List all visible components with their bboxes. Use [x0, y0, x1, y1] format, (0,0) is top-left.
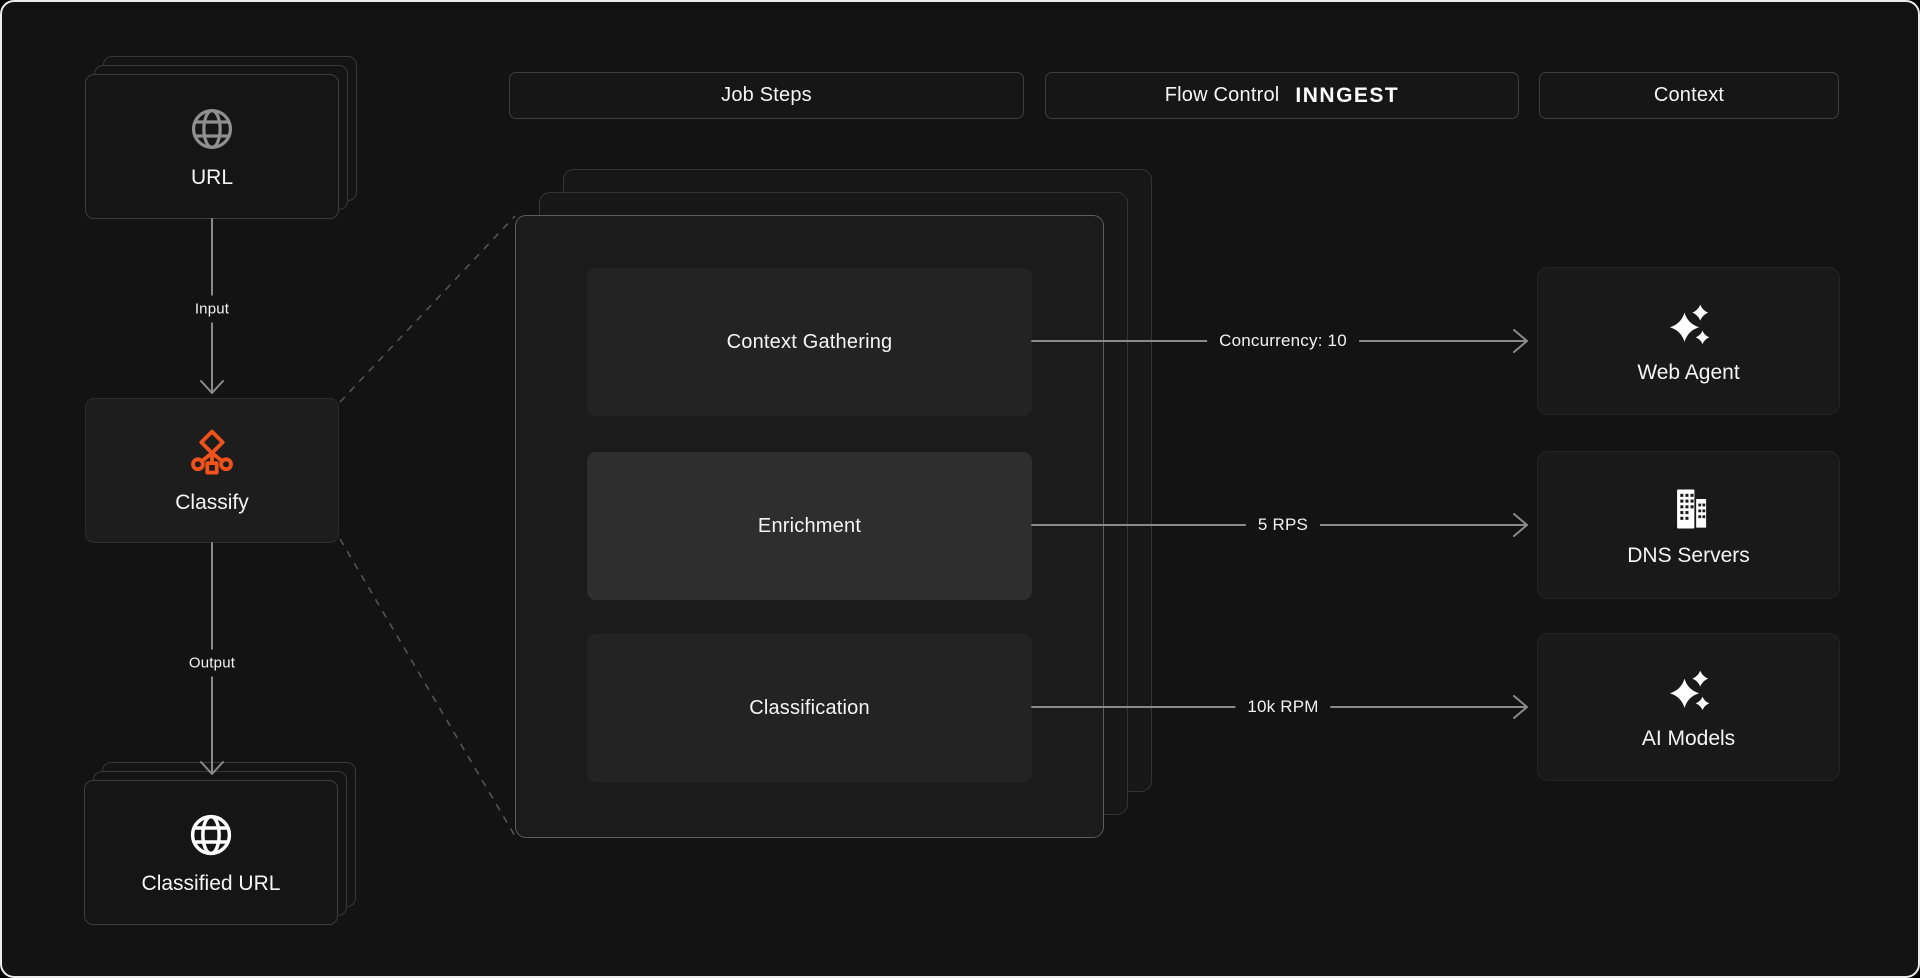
node-label: URL	[190, 166, 233, 189]
flow-control-label-rps: 5 RPS	[1245, 512, 1321, 538]
zoom-connector-bottom	[339, 538, 516, 837]
job-run-card: Context Gathering Enrichment Classificat…	[515, 215, 1104, 838]
arrowhead-down-icon	[200, 380, 224, 394]
service-label: DNS Servers	[1627, 543, 1750, 567]
sparkles-icon	[1669, 304, 1709, 344]
globe-icon	[190, 814, 232, 856]
zoom-connector-top	[339, 215, 516, 403]
column-header-job-steps: Job Steps	[509, 72, 1024, 119]
step-label: Classification	[749, 696, 870, 719]
inngest-logo: INNGEST	[1295, 83, 1400, 107]
node-label: Classified URL	[141, 872, 281, 895]
classify-branch-icon	[191, 429, 233, 475]
arrowhead-right-icon	[1513, 329, 1528, 353]
buildings-icon	[1676, 489, 1708, 529]
sparkles-icon	[1669, 670, 1709, 710]
column-header-context: Context	[1539, 72, 1839, 119]
flow-control-label-rpm: 10k RPM	[1235, 694, 1331, 720]
service-ai-models: AI Models	[1537, 633, 1840, 781]
step-context-gathering: Context Gathering	[587, 268, 1032, 416]
service-dns-servers: DNS Servers	[1537, 451, 1840, 599]
flow-control-label-concurrency: Concurrency: 10	[1207, 328, 1359, 354]
step-classification: Classification	[587, 634, 1032, 782]
globe-icon	[191, 108, 233, 150]
url-node: URL	[85, 74, 339, 219]
column-header-label: Job Steps	[721, 84, 812, 106]
step-label: Context Gathering	[726, 330, 893, 353]
classified-url-node: Classified URL	[84, 780, 338, 925]
input-edge-label: Input	[186, 295, 238, 323]
service-label: Web Agent	[1637, 360, 1740, 384]
column-header-label: Flow Control	[1164, 84, 1280, 106]
node-label: Classify	[175, 491, 249, 514]
step-label: Enrichment	[757, 514, 862, 537]
classify-node: Classify	[85, 398, 339, 543]
arrowhead-right-icon	[1513, 513, 1528, 537]
service-web-agent: Web Agent	[1537, 267, 1840, 415]
output-edge-label: Output	[180, 649, 244, 677]
step-enrichment: Enrichment	[587, 452, 1032, 600]
column-header-flow-control: Flow Control INNGEST	[1045, 72, 1519, 119]
service-label: AI Models	[1641, 726, 1736, 750]
column-header-label: Context	[1653, 84, 1725, 106]
arrowhead-right-icon	[1513, 695, 1528, 719]
